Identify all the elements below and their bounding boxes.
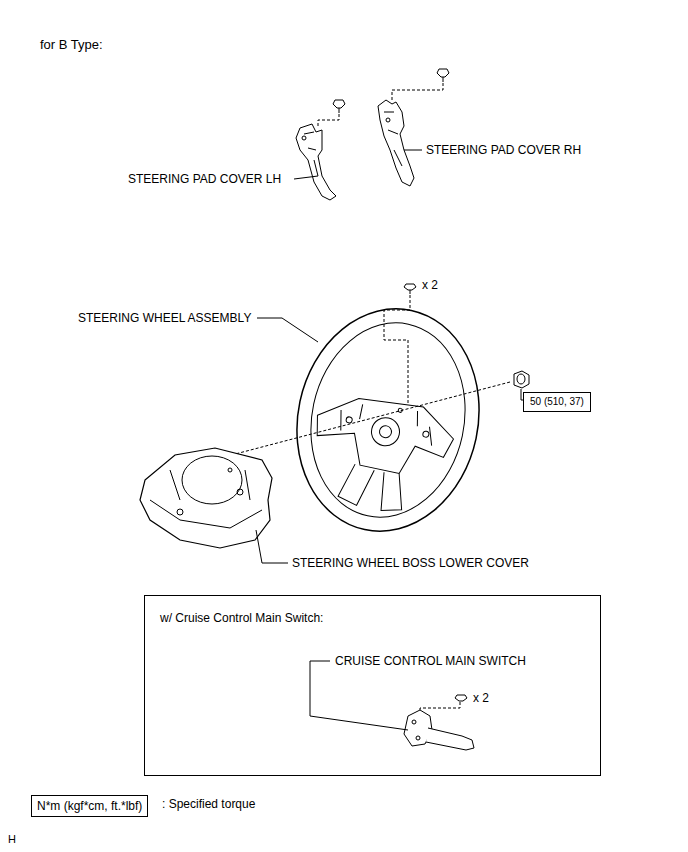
- quantity: x 2: [473, 691, 489, 705]
- quantity: x 2: [422, 278, 438, 292]
- legend-box: N*m (kgf*cm, ft.*lbf): [31, 795, 148, 817]
- dashed-line: [220, 382, 510, 458]
- part-name: CRUISE CONTROL MAIN SWITCH: [335, 654, 526, 668]
- torque-box: 50 (510, 37): [523, 392, 591, 412]
- dashed-line: [384, 295, 410, 405]
- steering-wheel: [277, 292, 500, 549]
- node-text: N*m (kgf*cm, ft.*lbf): [37, 799, 142, 813]
- pad-cover-rh: [378, 100, 414, 186]
- legend-text: : Specified torque: [162, 797, 255, 811]
- dashed-line: [420, 702, 460, 712]
- panel-heading: w/ Cruise Control Main Switch:: [160, 611, 323, 625]
- type-heading: for B Type:: [40, 38, 103, 52]
- part-name: STEERING PAD COVER LH: [128, 172, 281, 186]
- pad-cover-lh: [296, 124, 336, 200]
- leader-line: [294, 176, 318, 179]
- cruise-switch: [404, 710, 474, 750]
- leader-line: [257, 318, 318, 342]
- figure-code: H: [8, 832, 16, 846]
- leader-line: [310, 661, 408, 730]
- dashed-line: [318, 114, 339, 128]
- leader-line: [256, 530, 288, 563]
- leader-line: [404, 150, 422, 151]
- node-text: 50 (510, 37): [530, 395, 584, 409]
- part-name: STEERING WHEEL ASSEMBLY: [78, 311, 251, 325]
- dashed-line: [392, 83, 443, 102]
- screw-wheel: [404, 284, 416, 294]
- variant-panel: w/ Cruise Control Main Switch: CRUISE CON…: [144, 595, 601, 776]
- boss-lower-cover: [140, 448, 272, 548]
- nut: [514, 371, 529, 388]
- screw-switch: [455, 695, 467, 701]
- screw-rh: [437, 69, 449, 82]
- part-name: STEERING WHEEL BOSS LOWER COVER: [292, 556, 529, 570]
- part-name: STEERING PAD COVER RH: [426, 143, 581, 157]
- screw-lh: [333, 100, 345, 113]
